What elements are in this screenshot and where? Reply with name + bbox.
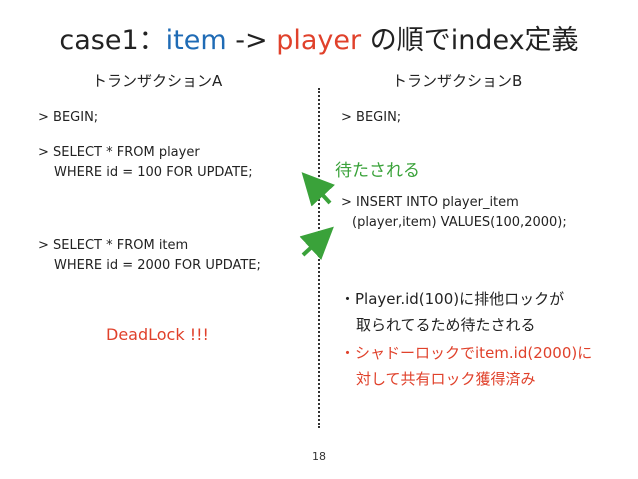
a-select-item-line2: WHERE id = 2000 FOR UPDATE; (54, 258, 261, 273)
lock-arrow (299, 226, 334, 261)
title-player: player (276, 25, 362, 56)
note-exclusive-lock: ・Player.id(100)に排他ロックが取られてるため待たされる (340, 286, 564, 338)
note2-line1: シャドーロックでitem.id(2000)に (355, 344, 593, 362)
b-insert-line2: (player,item) VALUES(100,2000); (352, 215, 567, 230)
slide-title: case1：item -> player の順でindex定義 (0, 18, 638, 57)
note1-bullet: ・ (340, 290, 356, 308)
wait-arrow (301, 172, 336, 207)
title-arrow: -> (226, 25, 277, 56)
title-suffix: の順でindex定義 (361, 25, 579, 56)
title-item: item (165, 25, 227, 56)
wait-label: 待たされる (335, 161, 420, 181)
note2-line2: 対して共有ロック獲得済み (356, 370, 536, 388)
note2-bullet: ・ (340, 344, 356, 362)
transaction-a-header: トランザクションA (92, 72, 223, 90)
page-number: 18 (312, 450, 326, 463)
a-begin: > BEGIN; (38, 110, 99, 125)
note1-line1: Player.id(100)に排他ロックが (355, 290, 565, 308)
a-select-item-line1: > SELECT * FROM item (38, 238, 189, 253)
deadlock-label: DeadLock !!! (106, 325, 209, 344)
transaction-b-header: トランザクションB (392, 72, 523, 90)
a-select-player-line1: > SELECT * FROM player (38, 145, 200, 160)
title-prefix: case1： (59, 25, 166, 56)
note-shared-lock: ・シャドーロックでitem.id(2000)に対して共有ロック獲得済み (340, 340, 592, 392)
note1-line2: 取られてるため待たされる (356, 316, 536, 334)
a-select-player-line2: WHERE id = 100 FOR UPDATE; (54, 165, 253, 180)
b-insert-line1: > INSERT INTO player_item (341, 195, 519, 210)
b-begin: > BEGIN; (341, 110, 402, 125)
